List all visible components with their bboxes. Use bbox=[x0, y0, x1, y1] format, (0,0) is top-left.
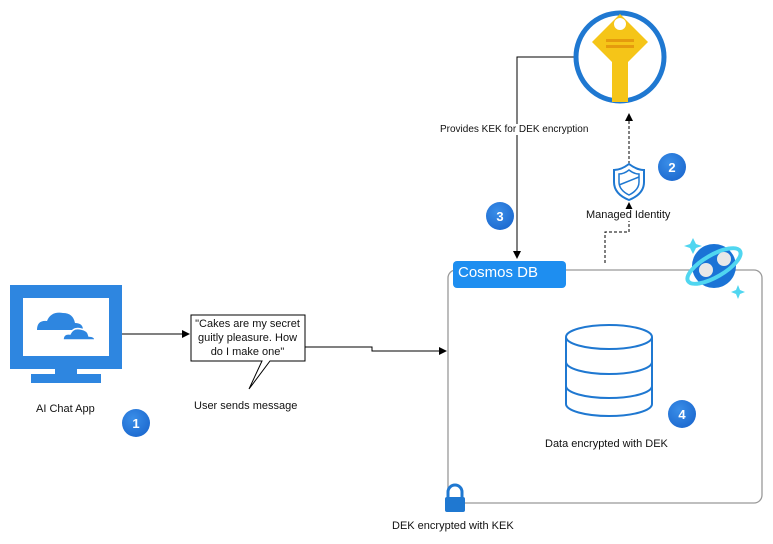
speech-bubble bbox=[190, 314, 306, 390]
app-label: AI Chat App bbox=[36, 403, 95, 415]
lock-label: DEK encrypted with KEK bbox=[392, 520, 514, 532]
cosmos-db-icon bbox=[684, 238, 745, 299]
edge-cosmos-to-identity bbox=[604, 202, 633, 263]
step-badge-1: 1 bbox=[122, 409, 150, 437]
monitor-icon bbox=[10, 285, 122, 383]
cosmos-title: Cosmos DB bbox=[453, 261, 566, 288]
database-icon bbox=[565, 324, 653, 417]
edge-message-to-cosmos bbox=[305, 346, 447, 355]
identity-label: Managed Identity bbox=[586, 209, 671, 221]
shield-icon bbox=[613, 162, 645, 202]
message-text: "Cakes are my secret guitly pleasure. Ho… bbox=[195, 318, 300, 358]
edge-keyvault-to-cosmos bbox=[513, 56, 574, 259]
keyvault-edge-label: Provides KEK for DEK encryption bbox=[440, 124, 589, 135]
key-vault-icon bbox=[573, 10, 667, 104]
step-badge-3: 3 bbox=[486, 202, 514, 230]
message-caption: User sends message bbox=[194, 400, 298, 412]
step-badge-2: 2 bbox=[658, 153, 686, 181]
cosmos-container bbox=[447, 269, 763, 504]
lock-icon bbox=[445, 483, 465, 512]
data-encrypted-label: Data encrypted with DEK bbox=[545, 438, 668, 450]
step-badge-4: 4 bbox=[668, 400, 696, 428]
